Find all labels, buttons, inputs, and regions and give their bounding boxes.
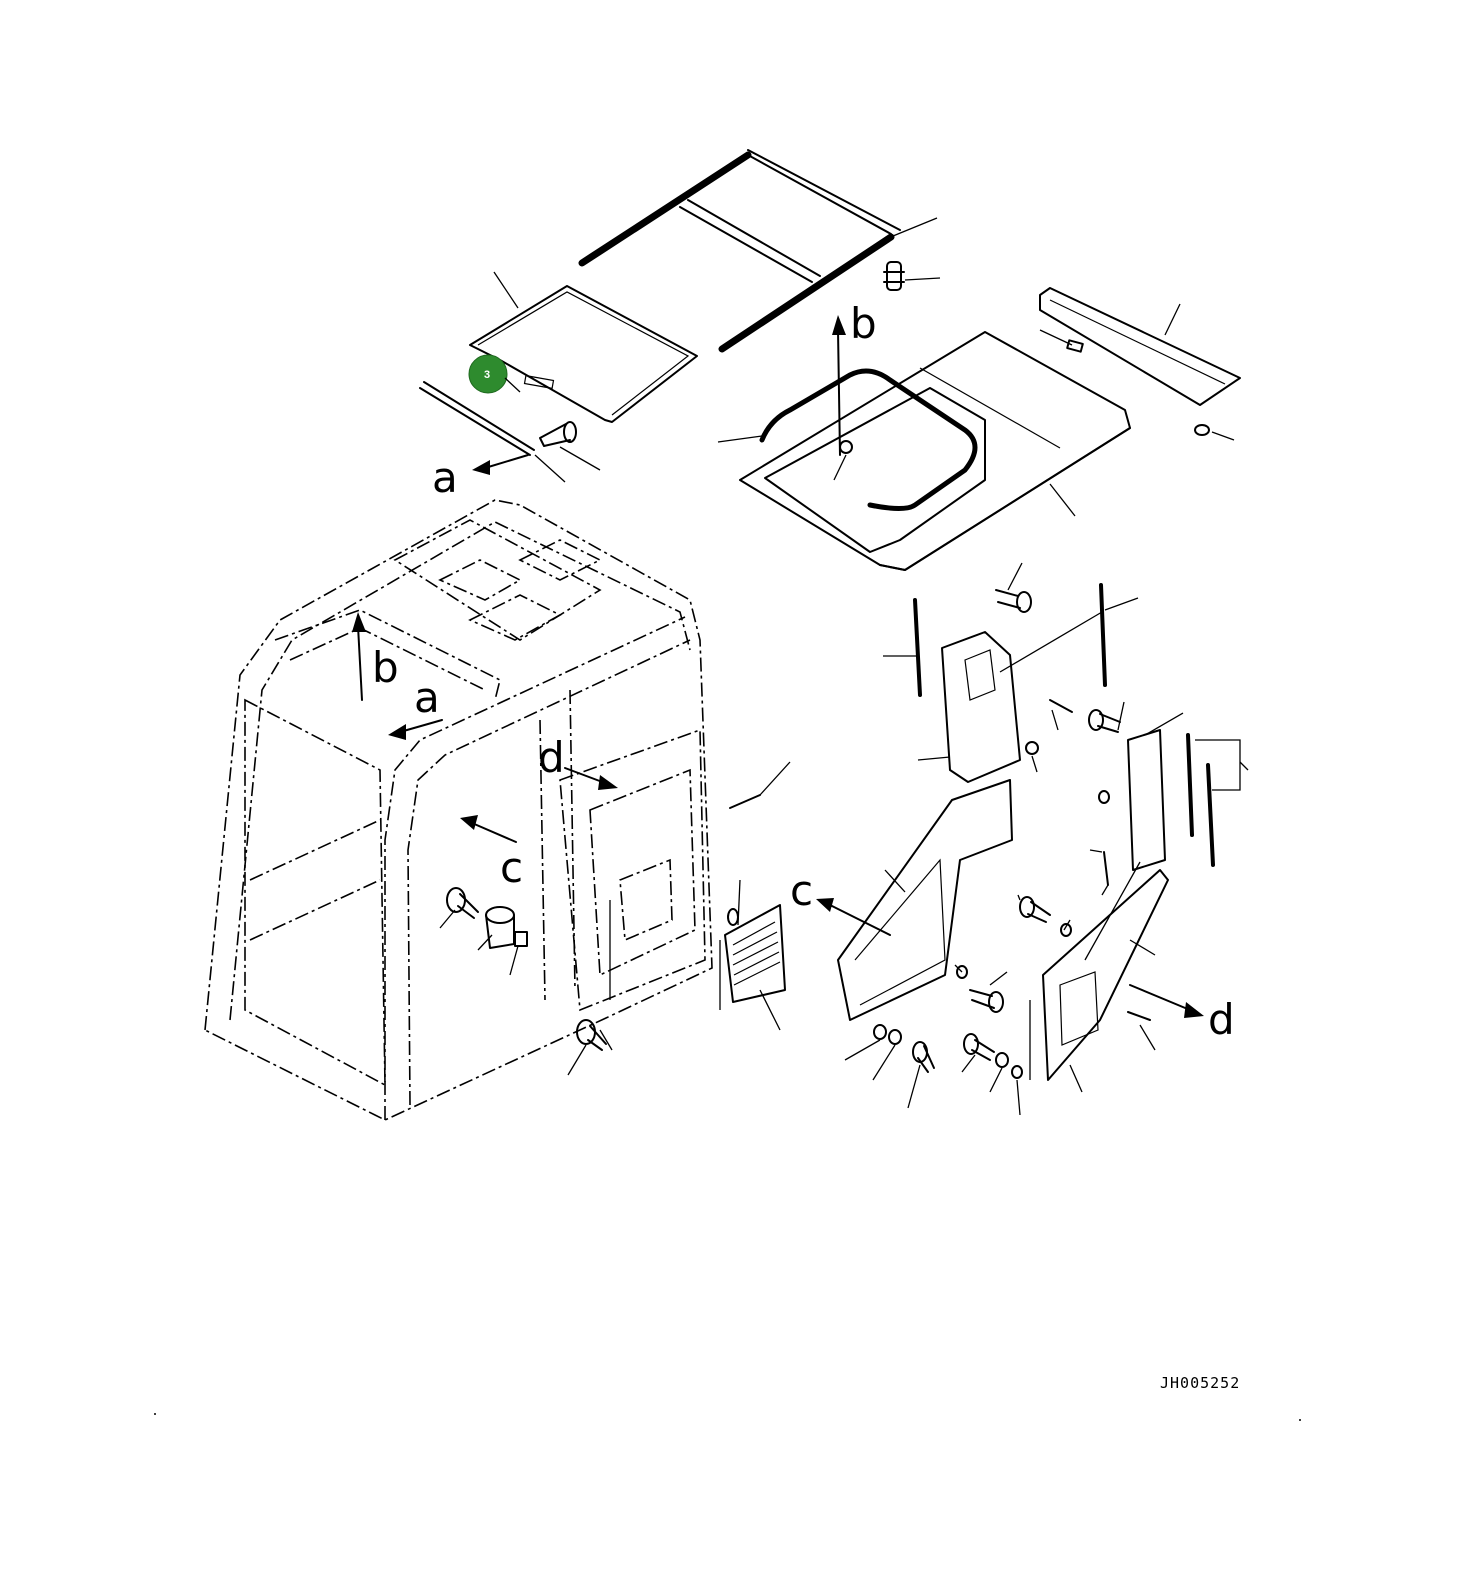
roof-glass-panel (469, 285, 698, 423)
leader-lines (439, 217, 1249, 1116)
roof-frame (578, 149, 901, 353)
label-d-cab: d (538, 733, 565, 782)
dot (1299, 1419, 1301, 1421)
small-plate (514, 931, 528, 947)
view-arrows (352, 315, 1204, 1018)
clip (1103, 851, 1109, 886)
nut (1060, 923, 1072, 937)
roof-hatch (739, 331, 1131, 571)
bolt (995, 589, 1032, 613)
trim-panel-right (1127, 729, 1166, 871)
cab-frame (204, 499, 713, 1121)
clip (1049, 699, 1073, 713)
drawing-code: JH005252 (1160, 1374, 1240, 1392)
roof-bolt (539, 421, 577, 447)
label-c-right: c (790, 866, 813, 915)
label-b-cab: b (372, 643, 399, 692)
trim-panel-lower-left (837, 779, 1013, 1021)
frame-fastener (883, 261, 905, 291)
washer (888, 1029, 902, 1045)
label-a-cab: a (414, 673, 440, 722)
seal-strip (419, 381, 535, 456)
bolt (912, 1041, 935, 1073)
trim-panel-lower-right (1042, 869, 1169, 1081)
washer (995, 1052, 1009, 1068)
bolt (576, 1019, 607, 1051)
nut (956, 965, 968, 979)
nut (1011, 1065, 1023, 1079)
clip (1025, 741, 1039, 755)
bolt (963, 1033, 995, 1061)
bolt (969, 989, 1004, 1013)
bolt (1019, 896, 1051, 923)
bolt (446, 887, 479, 919)
vent-grille (724, 904, 786, 1003)
callout-circle[interactable] (468, 354, 508, 394)
strip-small (729, 794, 761, 809)
spring (727, 908, 739, 926)
bolt (1088, 709, 1121, 733)
label-d-right: d (1208, 995, 1235, 1044)
trim-panel-upper (941, 631, 1021, 783)
label-a-top: a (432, 453, 458, 502)
nut (1098, 790, 1110, 804)
label-b-top: b (850, 299, 877, 348)
rear-rail (1039, 287, 1241, 436)
callout-number: 3 (484, 369, 490, 381)
cylinder-part (485, 906, 515, 949)
dot (154, 1413, 156, 1415)
clip (1127, 1011, 1151, 1021)
label-c-cab: c (500, 843, 523, 892)
callout-bubble[interactable]: 3 (468, 354, 521, 394)
vertical-seals (913, 583, 1215, 867)
washer (873, 1024, 887, 1040)
fasteners (446, 589, 1151, 1079)
view-letter-labels: a b b a d c c d (372, 299, 1235, 1044)
